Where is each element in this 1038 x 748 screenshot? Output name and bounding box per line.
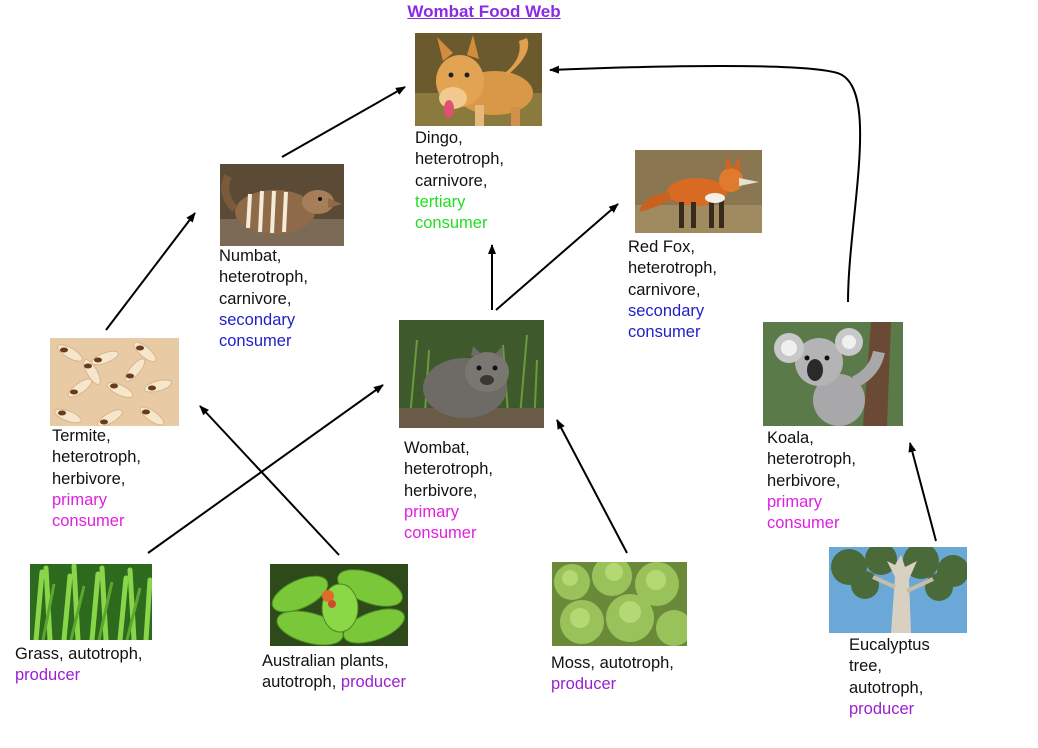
- wombat-photo: [399, 320, 544, 428]
- red-fox-role-consumer: consumer: [628, 323, 701, 342]
- eucalyptus-name-2: tree,: [849, 657, 883, 676]
- koala-role-consumer: consumer: [767, 514, 840, 533]
- dingo-name: Dingo,: [415, 129, 463, 147]
- australian-plants-type: autotroph,: [262, 673, 341, 692]
- dingo-photo: [415, 33, 542, 126]
- arrow-wombat-to-red-fox: [495, 203, 619, 311]
- red-fox-name: Red Fox,: [628, 238, 695, 256]
- wombat-role: primary: [404, 502, 460, 521]
- australian-plants-role: producer: [340, 673, 407, 692]
- termite-type: heterotroph,: [52, 448, 141, 467]
- red-fox-photo: [635, 150, 762, 233]
- dingo-role: tertiary: [415, 192, 466, 211]
- numbat-role: secondary: [219, 310, 296, 329]
- eucalyptus-tree-photo: [829, 547, 967, 633]
- koala-photo: [763, 322, 903, 426]
- termite-photo: [50, 338, 179, 426]
- numbat-type: heterotroph,: [219, 268, 308, 287]
- grass-label: Grass, autotroph, producer: [15, 644, 142, 687]
- eucalyptus-label: Eucalyptus tree, autotroph, producer: [849, 635, 930, 720]
- termite-diet: herbivore,: [52, 469, 126, 488]
- australian-plants-name: Australian plants,: [262, 652, 389, 670]
- eucalyptus-type: autotroph,: [849, 678, 924, 697]
- moss-role: producer: [551, 675, 617, 694]
- diagram-title: Wombat Food Web: [407, 2, 561, 21]
- grass-photo: [30, 564, 152, 640]
- termite-label: Termite, heterotroph, herbivore, primary…: [52, 426, 141, 532]
- moss-photo: [552, 562, 687, 646]
- red-fox-diet: carnivore,: [628, 280, 701, 299]
- wombat-type: heterotroph,: [404, 460, 493, 479]
- grass-role: producer: [15, 666, 81, 685]
- wombat-diet: herbivore,: [404, 481, 478, 500]
- numbat-diet: carnivore,: [219, 289, 292, 308]
- numbat-photo: [220, 164, 344, 246]
- moss-name: Moss, autotroph,: [551, 654, 674, 672]
- wombat-name: Wombat,: [404, 439, 470, 457]
- wombat-role-consumer: consumer: [404, 524, 477, 543]
- arrow-numbat-to-dingo: [281, 86, 406, 158]
- dingo-role-consumer: consumer: [415, 214, 488, 233]
- numbat-name: Numbat,: [219, 247, 282, 265]
- koala-type: heterotroph,: [767, 450, 856, 469]
- moss-label: Moss, autotroph, producer: [551, 653, 674, 696]
- wombat-label: Wombat, heterotroph, herbivore, primary …: [404, 438, 493, 544]
- koala-role: primary: [767, 492, 823, 511]
- arrow-grass-to-wombat: [147, 384, 384, 554]
- termite-role: primary: [52, 490, 108, 509]
- numbat-label: Numbat, heterotroph, carnivore, secondar…: [219, 246, 308, 352]
- termite-name: Termite,: [52, 427, 111, 445]
- numbat-role-consumer: consumer: [219, 332, 292, 351]
- australian-plants-label: Australian plants, autotroph, producer: [262, 651, 406, 694]
- koala-name: Koala,: [767, 429, 814, 447]
- arrow-moss-to-wombat: [556, 419, 628, 554]
- dingo-diet: carnivore,: [415, 171, 488, 190]
- eucalyptus-name: Eucalyptus: [849, 636, 930, 654]
- red-fox-label: Red Fox, heterotroph, carnivore, seconda…: [628, 237, 717, 343]
- arrow-koala-to-dingo: [549, 65, 862, 303]
- eucalyptus-role: producer: [849, 699, 915, 718]
- grass-name: Grass, autotroph,: [15, 645, 143, 663]
- koala-diet: herbivore,: [767, 471, 841, 490]
- koala-label: Koala, heterotroph, herbivore, primary c…: [767, 428, 856, 534]
- arrow-termite-to-numbat: [105, 212, 196, 331]
- dingo-label: Dingo, heterotroph, carnivore, tertiary …: [415, 128, 504, 234]
- red-fox-role: secondary: [628, 301, 705, 320]
- red-fox-type: heterotroph,: [628, 259, 717, 278]
- arrow-australian-plants-to-termite: [199, 405, 340, 556]
- termite-role-consumer: consumer: [52, 512, 125, 531]
- arrow-eucalyptus-to-koala: [908, 442, 937, 542]
- australian-plants-photo: [270, 564, 408, 646]
- dingo-type: heterotroph,: [415, 150, 504, 169]
